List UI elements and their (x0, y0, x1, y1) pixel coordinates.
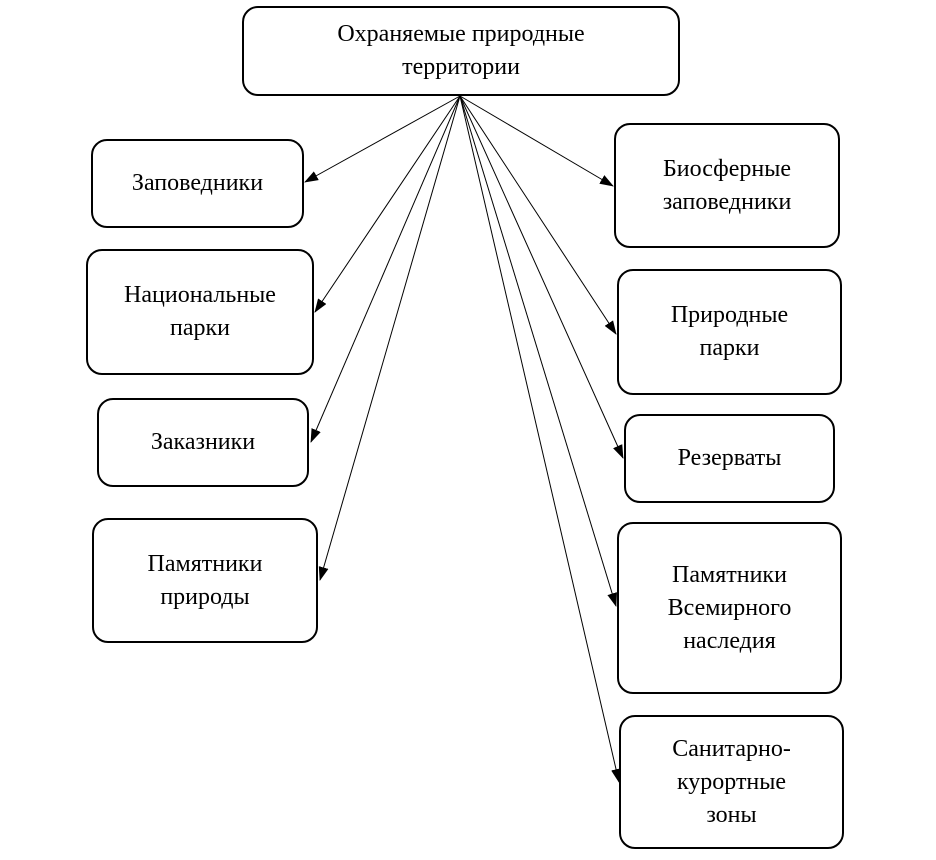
node-label: Природные парки (670, 302, 789, 361)
arrow-to-zakazniki (310, 95, 461, 443)
node-rezervaty: Резерваты (624, 414, 835, 503)
arrow-to-rezervaty (459, 95, 624, 459)
arrow-to-prirodnye-parki (459, 95, 617, 335)
node-label: Резерваты (677, 445, 782, 471)
node-biosfernye-zapovedniki: Биосферные заповедники (614, 123, 840, 248)
node-label: Биосферные заповедники (662, 155, 792, 215)
arrow-to-zapovedniki (304, 95, 461, 183)
arrow-to-nacionalnye-parki (314, 95, 461, 313)
node-nacionalnye-parki: Национальные парки (86, 249, 314, 375)
node-label: Заповедники (131, 170, 264, 196)
node-pamyatniki-prirody: Памятники природы (92, 518, 318, 643)
arrow-to-pamyatniki-vsemirnogo-naslediya (459, 95, 617, 607)
node-label: Памятники природы (147, 550, 263, 610)
arrow-to-sanitarno-kurortnye-zony (459, 95, 621, 783)
node-zakazniki: Заказники (97, 398, 309, 487)
node-zapovedniki: Заповедники (91, 139, 304, 228)
node-label: Национальные парки (124, 282, 276, 341)
node-sanitarno-kurortnye-zony: Санитарно- курортные зоны (619, 715, 844, 849)
root-node: Охраняемые природные территории (242, 6, 680, 96)
node-label: Памятники Всемирного наследия (667, 561, 792, 654)
node-label: Заказники (150, 429, 256, 455)
arrow-to-biosfernye-zapovedniki (459, 95, 614, 187)
node-label: Санитарно- курортные зоны (672, 735, 791, 828)
root-node-label: Охраняемые природные территории (337, 21, 585, 80)
node-prirodnye-parki: Природные парки (617, 269, 842, 395)
arrow-to-pamyatniki-prirody (318, 95, 461, 581)
node-pamyatniki-vsemirnogo-naslediya: Памятники Всемирного наследия (617, 522, 842, 694)
